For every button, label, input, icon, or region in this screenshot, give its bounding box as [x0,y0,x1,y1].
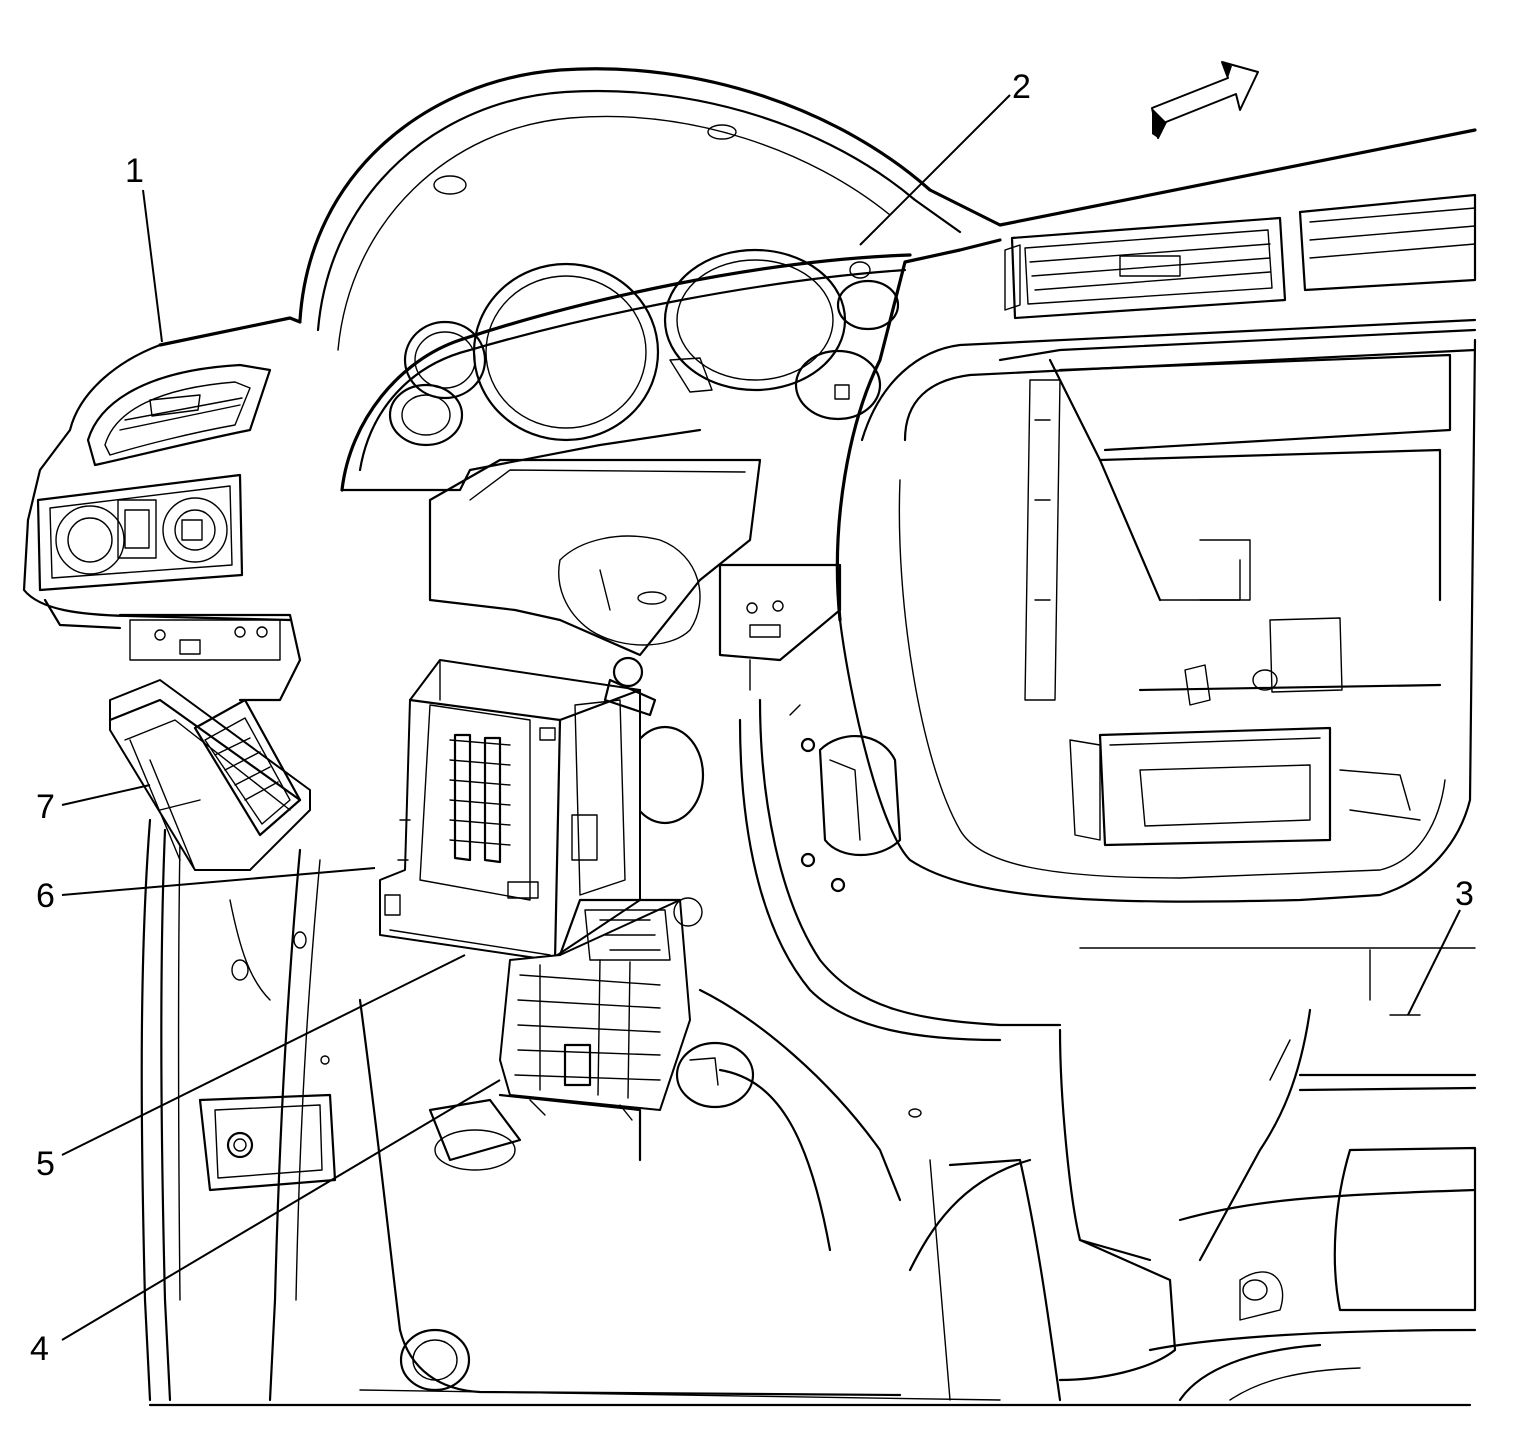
dash-panel-lower [118,613,1472,1407]
instrument-panel-carrier [22,67,1477,903]
forward-arrow-icon [1151,61,1259,139]
leader-2 [859,94,1011,246]
module-4-5 [428,897,755,1171]
callout-3: 3 [1455,875,1474,913]
callout-1: 1 [125,152,144,190]
leader-4 [61,1079,501,1341]
leader-7 [61,784,151,806]
module-6 [379,656,657,962]
floor-and-console-area [625,698,1477,1402]
callout-7: 7 [36,788,55,826]
callout-6: 6 [36,877,55,915]
leader-3 [1407,909,1461,1016]
callout-4: 4 [30,1330,49,1368]
leader-6 [61,867,376,896]
leader-lines [61,94,1461,1341]
leader-5 [61,954,466,1156]
module-7 [108,679,311,871]
callout-5: 5 [36,1145,55,1183]
callout-2: 2 [1012,68,1031,106]
leader-1 [142,189,163,343]
callout-labels: 1 2 3 4 5 6 7 [30,68,1474,1368]
